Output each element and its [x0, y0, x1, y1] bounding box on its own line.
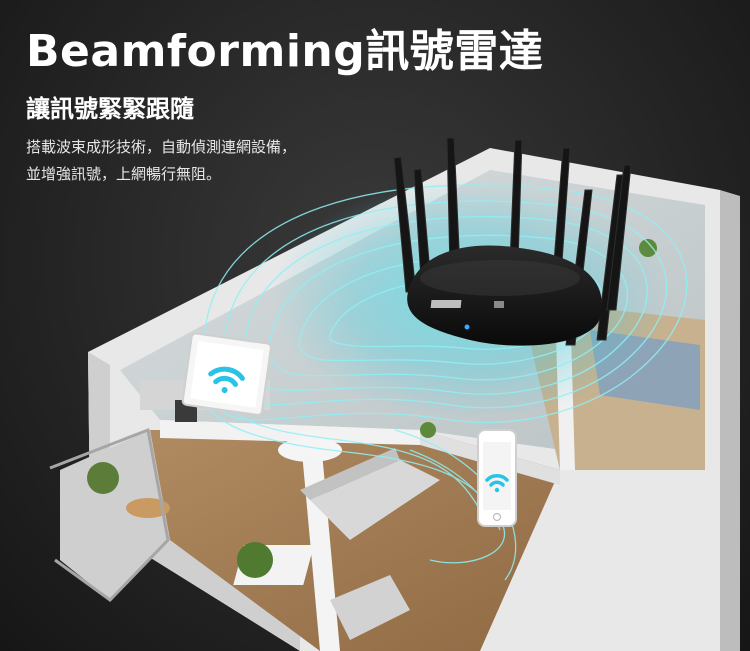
wifi-icon	[485, 474, 509, 493]
router-led	[464, 324, 470, 330]
tablet-device	[181, 332, 272, 416]
sofa-back	[300, 448, 400, 500]
phone-device	[477, 429, 517, 527]
wifi-icon	[208, 366, 245, 394]
dining-table	[126, 498, 170, 518]
plant	[420, 422, 436, 438]
router-label	[494, 301, 504, 308]
sofa	[310, 460, 440, 540]
router	[393, 137, 632, 346]
balcony-floor	[60, 430, 170, 600]
plant	[237, 542, 273, 578]
description-line-1: 搭載波束成形技術，自動偵測連網設備，	[26, 138, 297, 156]
interior-wall	[300, 430, 340, 651]
router-top-highlight	[420, 260, 580, 296]
subheadline: 讓訊號緊緊跟隨	[26, 95, 194, 123]
router-antennas	[393, 137, 632, 346]
armchair	[330, 575, 410, 640]
router-label	[430, 300, 462, 308]
building-right-wall	[720, 190, 740, 651]
plant	[87, 462, 119, 494]
balcony-railing	[49, 427, 170, 602]
description-line-2: 並增強訊號，上網暢行無阻。	[26, 165, 222, 183]
headline: Beamforming訊號雷達	[26, 26, 544, 77]
floor-living-room	[150, 430, 560, 651]
